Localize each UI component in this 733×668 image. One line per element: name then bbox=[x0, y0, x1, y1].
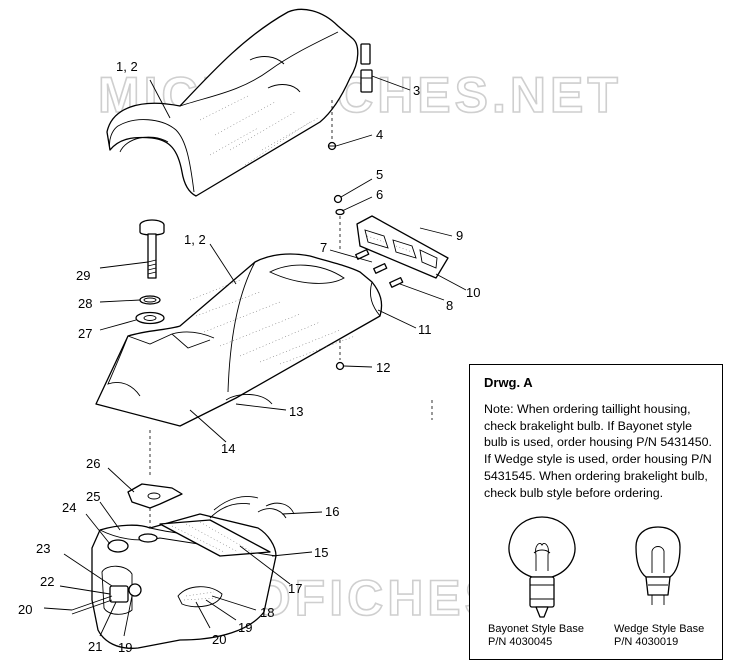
note-title: Drwg. A bbox=[484, 375, 533, 390]
bulb-illustrations bbox=[508, 516, 681, 618]
part-7-8-bolts bbox=[355, 249, 404, 288]
callout-6: 6 bbox=[376, 187, 383, 202]
part-4-screw bbox=[327, 100, 337, 151]
part-28-oring bbox=[139, 295, 161, 305]
callout-27: 27 bbox=[78, 326, 92, 341]
part-9-10-taillight bbox=[356, 215, 449, 279]
callout-7: 7 bbox=[320, 240, 327, 255]
callout-13: 13 bbox=[289, 404, 303, 419]
callout-8: 8 bbox=[446, 298, 453, 313]
callout-19-left: 19 bbox=[118, 640, 132, 655]
callout-18: 18 bbox=[260, 605, 274, 620]
seat-upper bbox=[106, 8, 359, 197]
wedge-caption: Wedge Style Base P/N 4030019 bbox=[614, 623, 704, 649]
wedge-bulb-icon bbox=[635, 526, 681, 605]
part-17-strap bbox=[159, 519, 271, 557]
callout-15: 15 bbox=[314, 545, 328, 560]
callout-4: 4 bbox=[376, 127, 383, 142]
callout-20-right: 20 bbox=[212, 632, 226, 647]
callout-10: 10 bbox=[466, 285, 480, 300]
callout-28: 28 bbox=[78, 296, 92, 311]
part-29-bolt bbox=[139, 219, 165, 279]
note-box-drawing-a: Drwg. A Note: When ordering taillight ho… bbox=[469, 364, 723, 660]
note-text: Note: When ordering taillight housing, c… bbox=[484, 402, 713, 500]
callout-9: 9 bbox=[456, 228, 463, 243]
callout-11: 11 bbox=[418, 322, 432, 337]
callout-19-right: 19 bbox=[238, 620, 252, 635]
callout-seat-top: 1, 2 bbox=[116, 59, 138, 74]
callout-24: 24 bbox=[62, 500, 76, 515]
callout-16: 16 bbox=[325, 504, 339, 519]
part-12-screw bbox=[335, 340, 345, 371]
part-26-bracket bbox=[127, 483, 183, 530]
wedge-part-number: P/N 4030019 bbox=[614, 636, 679, 648]
wedge-name: Wedge Style Base bbox=[614, 623, 705, 635]
callout-seat-mid: 1, 2 bbox=[184, 232, 206, 247]
callout-25: 25 bbox=[86, 489, 100, 504]
callout-3: 3 bbox=[413, 83, 420, 98]
part-27-washer bbox=[135, 311, 165, 325]
callout-17: 17 bbox=[288, 581, 302, 596]
seat-middle bbox=[95, 253, 383, 427]
callout-5: 5 bbox=[376, 167, 383, 182]
callout-12: 12 bbox=[376, 360, 390, 375]
callout-23: 23 bbox=[36, 541, 50, 556]
bayonet-name: Bayonet Style Base bbox=[488, 623, 585, 635]
bayonet-caption: Bayonet Style Base P/N 4030045 bbox=[488, 623, 584, 649]
part-3-clip bbox=[360, 43, 373, 93]
bayonet-bulb-icon bbox=[508, 516, 576, 618]
callout-21: 21 bbox=[88, 639, 102, 654]
part-5-6-hardware bbox=[333, 194, 345, 250]
callout-29: 29 bbox=[76, 268, 90, 283]
bayonet-part-number: P/N 4030045 bbox=[488, 636, 553, 648]
leader-lines bbox=[43, 75, 467, 637]
callout-labels: 1, 2 3 4 5 6 9 1, 2 7 10 8 11 12 13 14 2… bbox=[18, 59, 480, 655]
callout-14: 14 bbox=[221, 441, 235, 456]
callout-26: 26 bbox=[86, 456, 100, 471]
callout-22: 22 bbox=[40, 574, 54, 589]
part-16-straps bbox=[209, 496, 295, 519]
callout-20-left: 20 bbox=[18, 602, 32, 617]
